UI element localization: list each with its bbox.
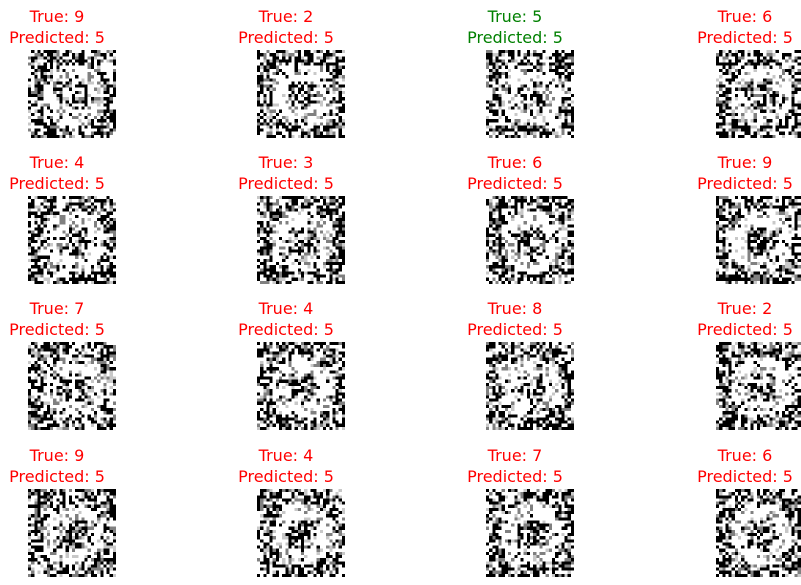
true-label: True: 9 [29,446,85,465]
true-label: True: 3 [258,153,314,172]
digit-image [28,342,116,430]
digit-panel: True: 6 Predicted: 5 [665,0,801,146]
digit-image [28,489,116,577]
digit-image [28,196,116,284]
true-label: True: 9 [717,153,773,172]
digit-panel: True: 3 Predicted: 5 [206,146,406,292]
true-label: True: 6 [717,7,773,26]
digit-image [257,342,345,430]
true-label: True: 5 [487,7,543,26]
predicted-label: Predicted: 5 [9,28,105,47]
digit-panel: True: 4 Predicted: 5 [206,292,406,438]
digit-panel: True: 9 Predicted: 5 [665,146,801,292]
true-label: True: 2 [717,299,773,318]
predicted-label: Predicted: 5 [467,320,563,339]
true-label: True: 9 [29,7,85,26]
digit-image [716,50,801,138]
digit-panel: True: 2 Predicted: 5 [206,0,406,146]
predicted-label: Predicted: 5 [238,28,334,47]
digit-panel: True: 5 Predicted: 5 [435,0,635,146]
predicted-label: Predicted: 5 [697,174,793,193]
predicted-label: Predicted: 5 [238,467,334,486]
digit-image [486,489,574,577]
predicted-label: Predicted: 5 [238,320,334,339]
predicted-label: Predicted: 5 [697,467,793,486]
predicted-label: Predicted: 5 [697,320,793,339]
digit-image [486,50,574,138]
predicted-label: Predicted: 5 [9,467,105,486]
predicted-label: Predicted: 5 [467,28,563,47]
digit-panel: True: 6 Predicted: 5 [435,146,635,292]
predicted-label: Predicted: 5 [697,28,793,47]
digit-image [716,342,801,430]
digit-image [257,196,345,284]
digit-panel: True: 6 Predicted: 5 [665,439,801,585]
true-label: True: 2 [258,7,314,26]
digit-image [716,489,801,577]
digit-panel: True: 7 Predicted: 5 [0,292,177,438]
digit-panel: True: 4 Predicted: 5 [0,146,177,292]
true-label: True: 8 [487,299,543,318]
true-label: True: 4 [258,299,314,318]
digit-image [28,50,116,138]
true-label: True: 4 [258,446,314,465]
predicted-label: Predicted: 5 [9,174,105,193]
digit-panel: True: 9 Predicted: 5 [0,439,177,585]
digit-image [486,196,574,284]
digit-panel: True: 8 Predicted: 5 [435,292,635,438]
true-label: True: 6 [717,446,773,465]
predicted-label: Predicted: 5 [238,174,334,193]
true-label: True: 6 [487,153,543,172]
true-label: True: 4 [29,153,85,172]
digit-panel: True: 4 Predicted: 5 [206,439,406,585]
true-label: True: 7 [487,446,543,465]
predicted-label: Predicted: 5 [9,320,105,339]
digit-image [716,196,801,284]
digit-image [486,342,574,430]
predicted-label: Predicted: 5 [467,174,563,193]
digit-panel: True: 2 Predicted: 5 [665,292,801,438]
digit-panel: True: 9 Predicted: 5 [0,0,177,146]
digit-image [257,50,345,138]
predicted-label: Predicted: 5 [467,467,563,486]
digit-panel: True: 7 Predicted: 5 [435,439,635,585]
digit-image [257,489,345,577]
true-label: True: 7 [29,299,85,318]
